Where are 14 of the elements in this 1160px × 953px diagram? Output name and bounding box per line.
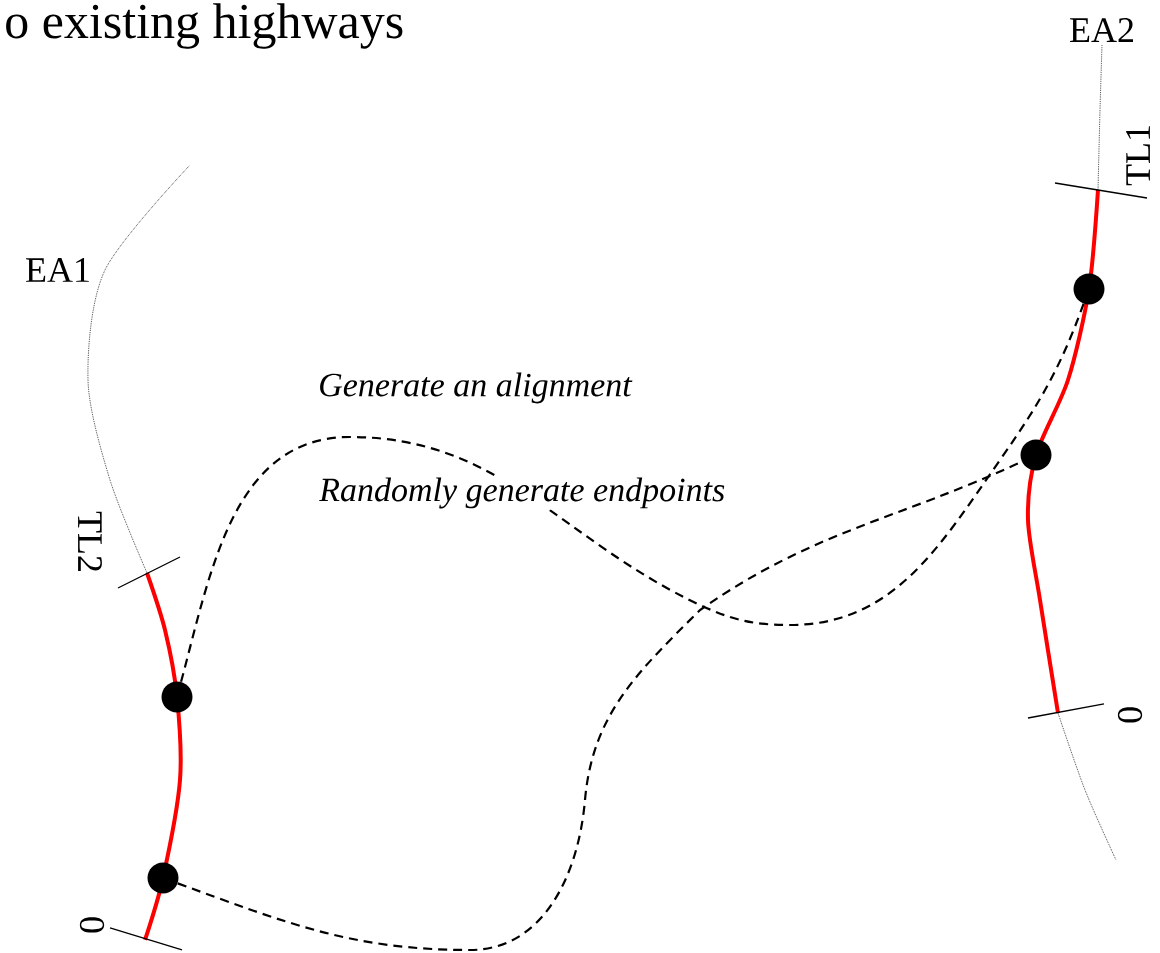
axis-label: 0 — [1117, 707, 1143, 723]
heading-text: o existing highways — [6, 3, 403, 49]
endpoint-dot — [147, 862, 179, 894]
step-text: Generate an alignment — [320, 372, 633, 404]
axis-label: EA2 — [1070, 18, 1133, 42]
axis-label: 0 — [79, 917, 105, 933]
endpoint-dot — [1073, 273, 1105, 305]
axis-label: TL1 — [1126, 126, 1150, 186]
endpoint-dot — [1020, 439, 1052, 471]
dashed-curve — [180, 303, 1085, 683]
axis-label: EA1 — [26, 258, 89, 282]
axis-label: TL2 — [78, 511, 102, 571]
step-text: Randomly generate endpoints — [318, 476, 727, 510]
endpoint-dot — [161, 681, 193, 713]
